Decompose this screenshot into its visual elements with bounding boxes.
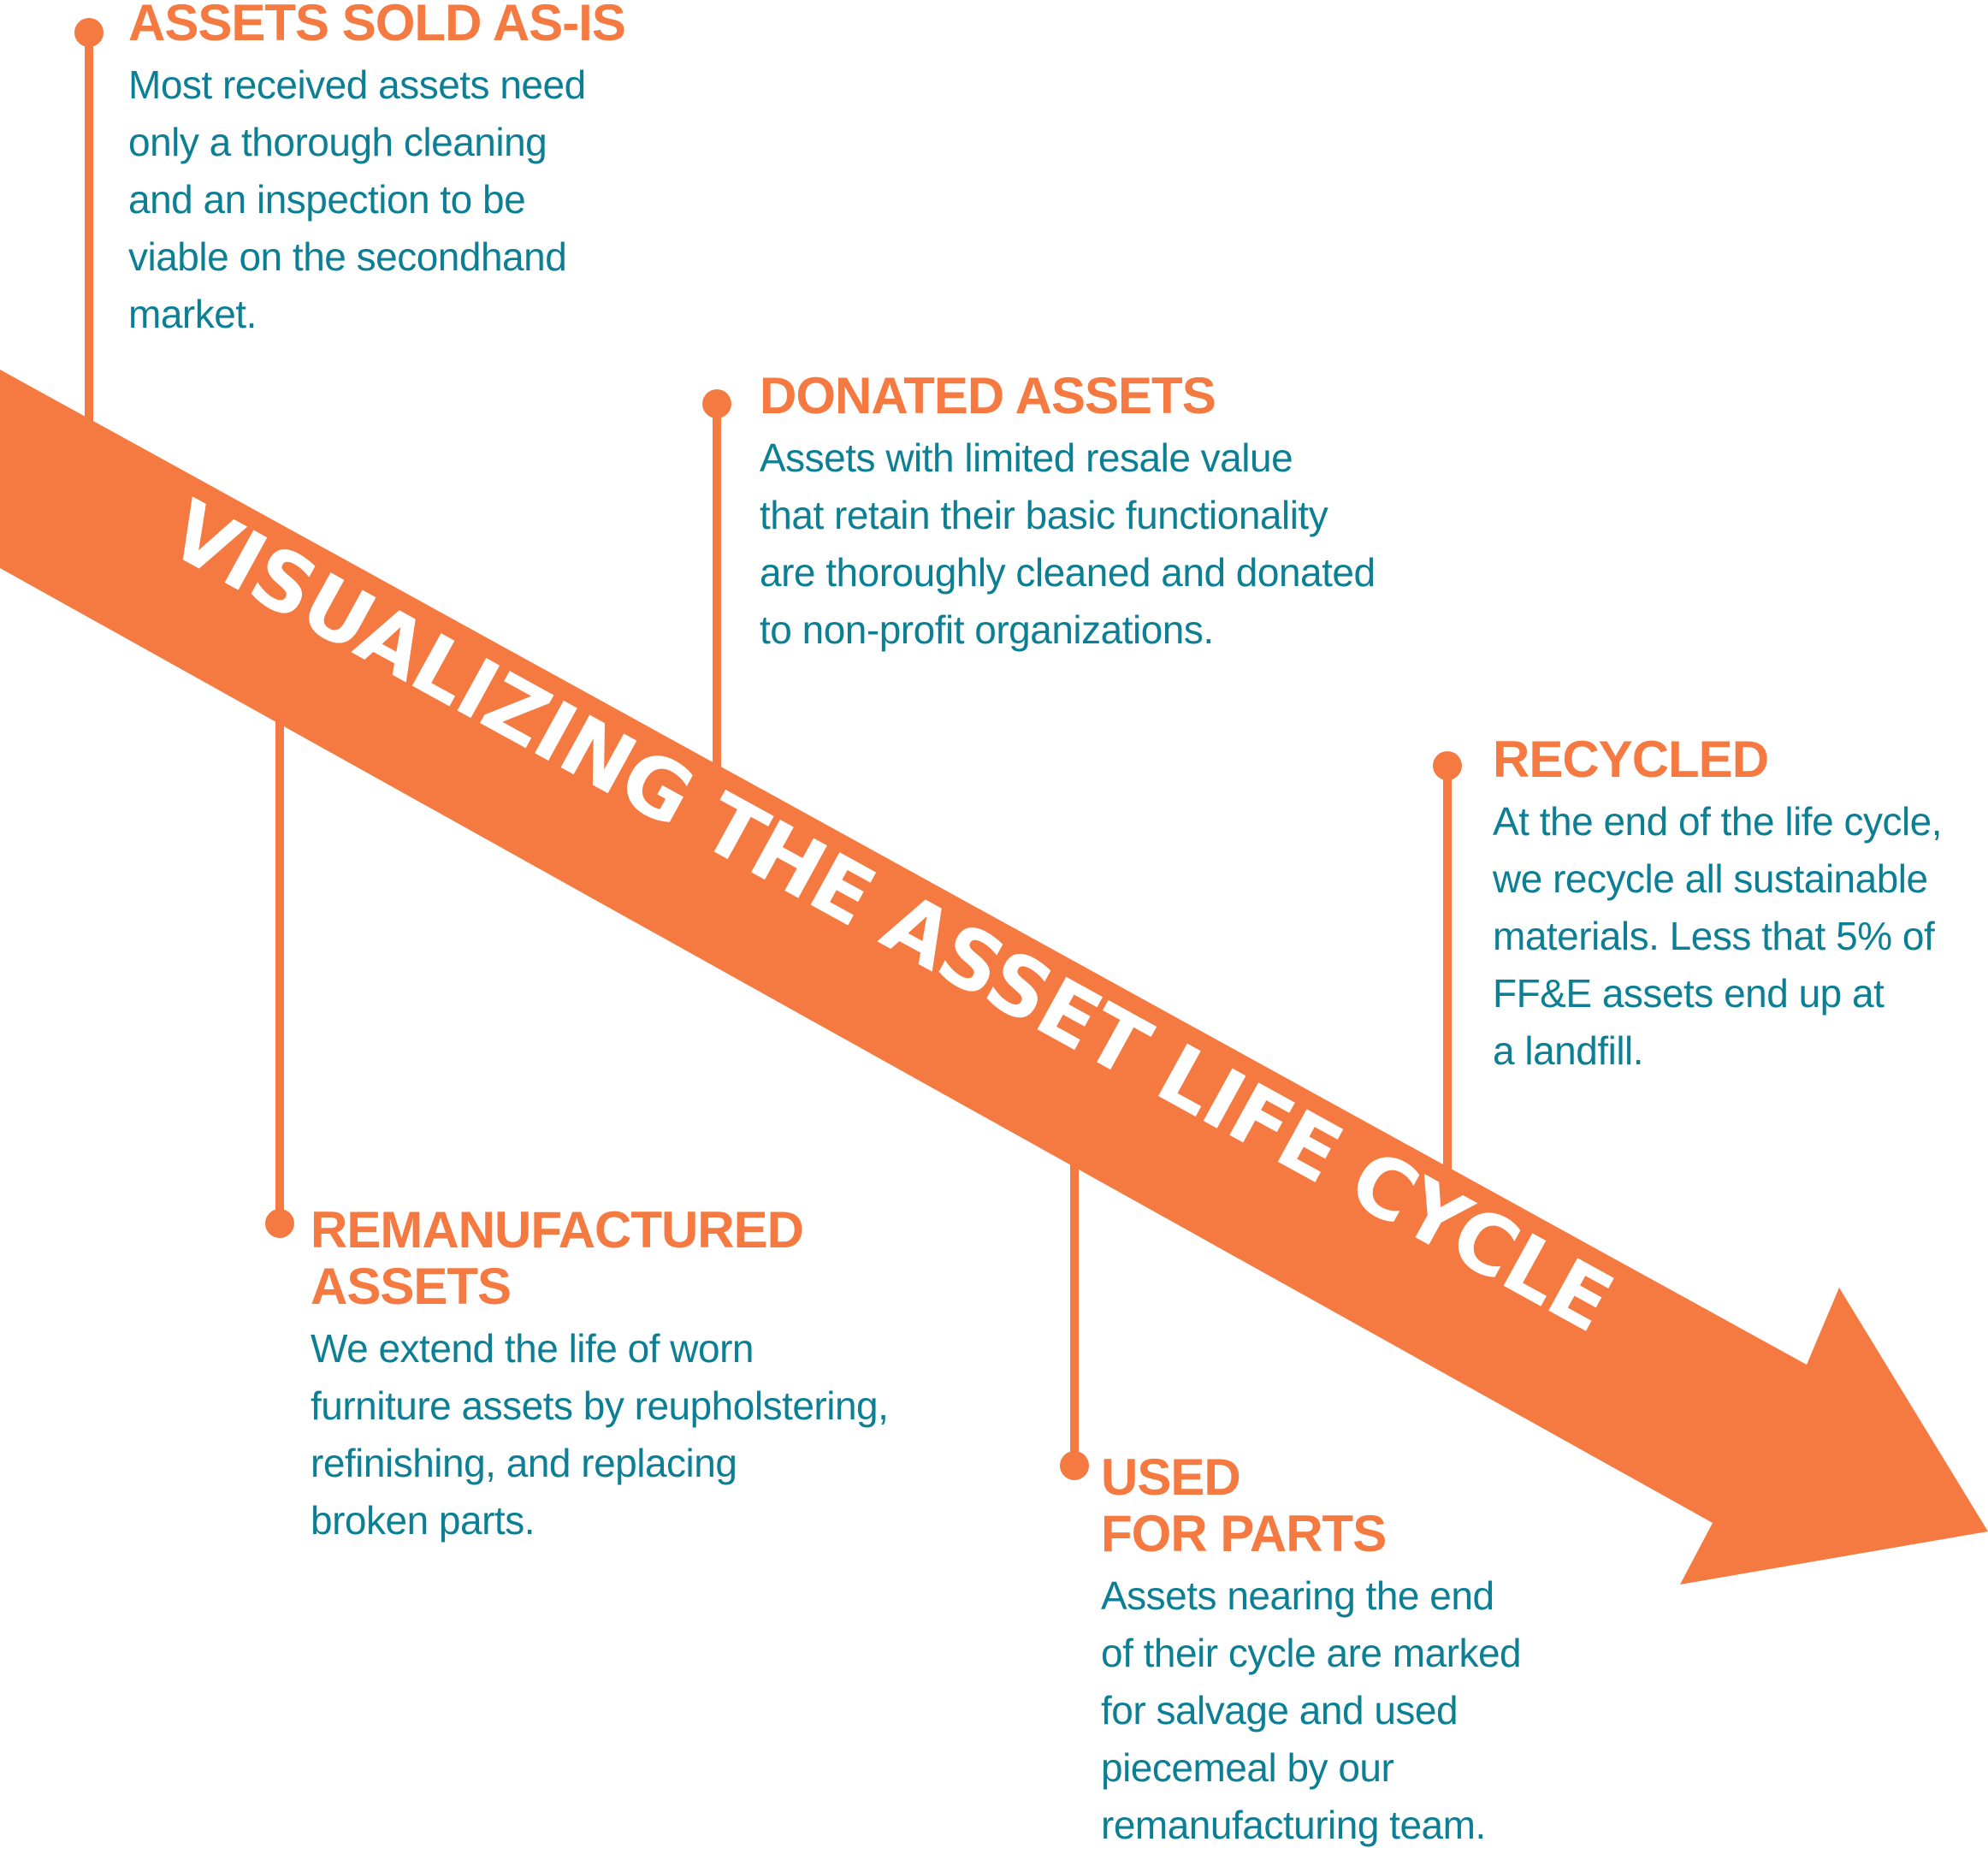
stage-title: USED FOR PARTS <box>1101 1448 1387 1562</box>
stage-title: DONATED ASSETS <box>760 367 1216 424</box>
stage-donated-assets: DONATED ASSETS Assets with limited resal… <box>760 368 1410 659</box>
stage-description: Assets with limited resale value that re… <box>760 435 1376 652</box>
stage-remanufactured-assets: REMANUFACTURED ASSETS We extend the life… <box>311 1202 961 1549</box>
stage-description: Most received assets need only a thoroug… <box>128 62 586 336</box>
stage-title: ASSETS SOLD AS-IS <box>128 0 626 51</box>
stage-title: REMANUFACTURED ASSETS <box>311 1201 804 1315</box>
connector-dot-remanufactured <box>265 1209 294 1238</box>
stage-title: RECYCLED <box>1493 731 1769 788</box>
stage-recycled: RECYCLED At the end of the life cycle, w… <box>1493 732 1988 1080</box>
stage-description: At the end of the life cycle, we recycle… <box>1493 799 1943 1073</box>
connector-lines <box>74 18 1462 1480</box>
connector-dot-donated <box>702 389 731 418</box>
stage-description: We extend the life of worn furniture ass… <box>311 1326 889 1543</box>
stage-used-for-parts: USED FOR PARTS Assets nearing the end of… <box>1101 1449 1751 1854</box>
life-cycle-arrow <box>0 370 1988 1584</box>
connector-dot-assets-sold <box>74 18 104 47</box>
connector-dot-used-for-parts <box>1060 1451 1089 1480</box>
stage-description: Assets nearing the end of their cycle ar… <box>1101 1573 1522 1847</box>
connector-dot-recycled <box>1433 751 1462 780</box>
stage-assets-sold-as-is: ASSETS SOLD AS-IS Most received assets n… <box>128 0 778 343</box>
